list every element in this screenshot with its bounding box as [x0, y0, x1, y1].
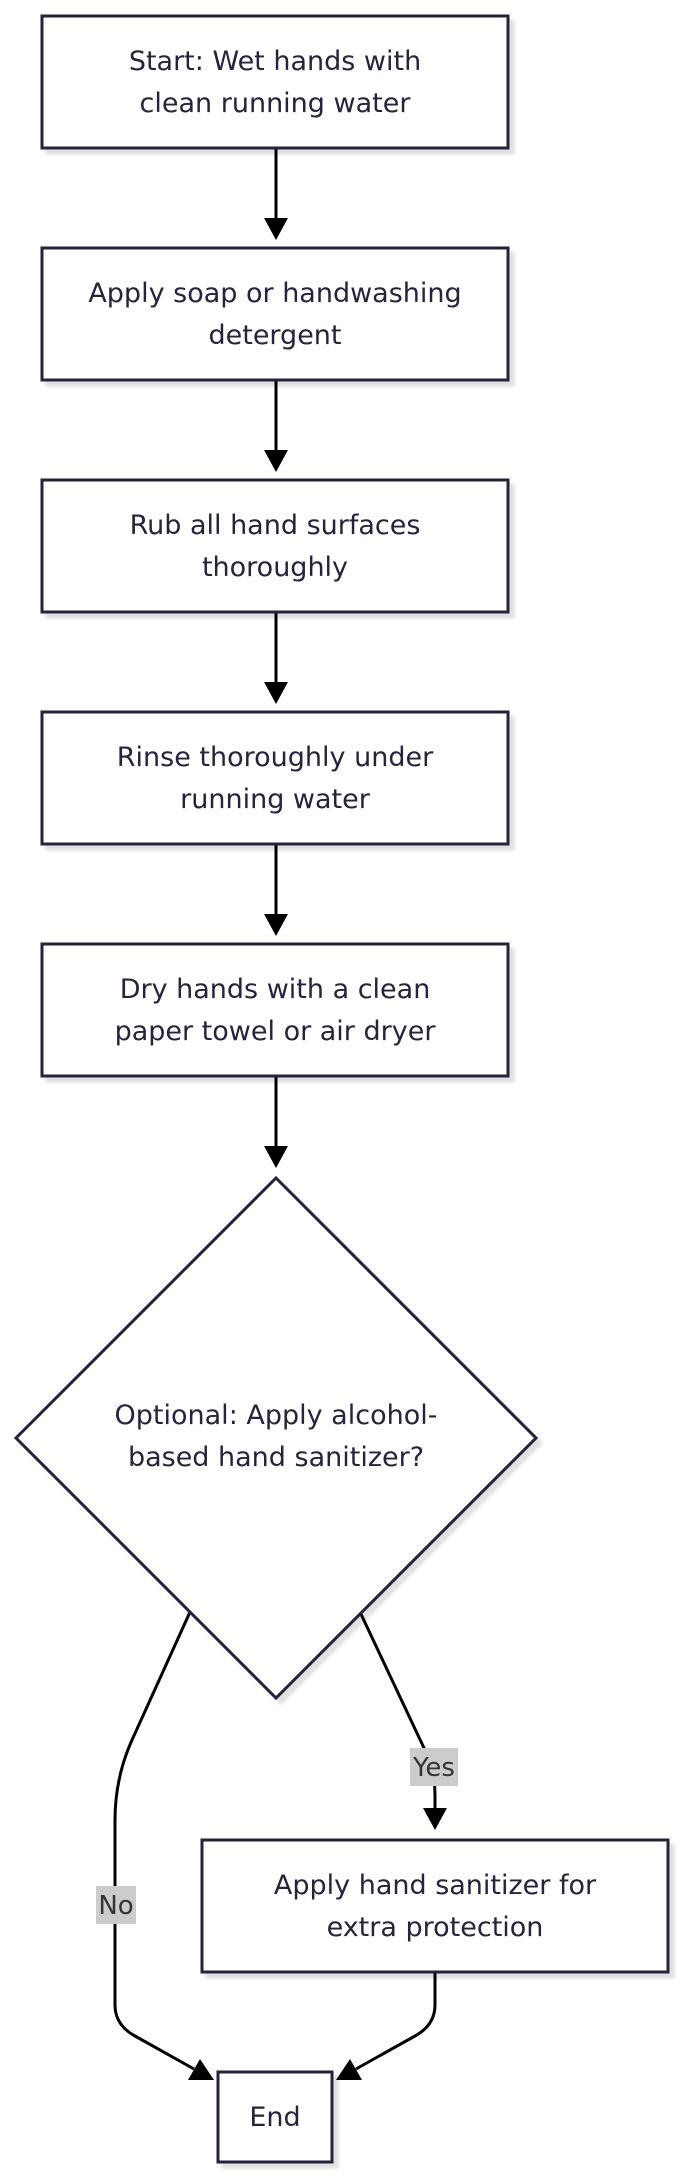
node-apply-soap-line-2: detergent [208, 320, 341, 351]
node-dry-hands-line-1: Dry hands with a clean [120, 974, 431, 1005]
node-start: Start: Wet hands with clean running wate… [40, 14, 510, 150]
arrowhead-soap-to-rub [264, 450, 288, 472]
edge-label-yes: Yes [410, 1748, 458, 1786]
node-apply-sanitizer-line-1: Apply hand sanitizer for [274, 1870, 597, 1901]
edge-label-yes-text: Yes [412, 1753, 455, 1783]
arrowhead-sanitizer-to-end [336, 2059, 362, 2080]
node-apply-soap-line-1: Apply soap or handwashing [88, 278, 461, 309]
node-rub-surfaces-line-1: Rub all hand surfaces [130, 510, 421, 541]
arrowhead-decision-to-end [188, 2059, 214, 2080]
node-end: End [216, 2070, 334, 2164]
arrowhead-dry-to-decision [264, 1146, 288, 1168]
node-rinse-line-1: Rinse thoroughly under [117, 742, 434, 773]
arrowhead-decision-to-sanitizer [423, 1808, 447, 1830]
node-rub-surfaces: Rub all hand surfaces thoroughly [40, 478, 510, 614]
arrowhead-start-to-soap [264, 218, 288, 240]
edges [113, 148, 447, 2080]
node-dry-hands: Dry hands with a clean paper towel or ai… [40, 942, 510, 1078]
edge-label-no-text: No [98, 1891, 133, 1921]
node-rub-surfaces-line-2: thoroughly [202, 552, 348, 583]
node-rinse-line-2: running water [180, 784, 371, 815]
node-apply-sanitizer-line-2: extra protection [327, 1912, 544, 1943]
node-start-line-1: Start: Wet hands with [129, 46, 421, 77]
edge-decision-to-end [113, 1611, 195, 2071]
node-decision-line-1: Optional: Apply alcohol- [115, 1400, 438, 1431]
node-apply-sanitizer: Apply hand sanitizer for extra protectio… [200, 1838, 670, 1974]
arrowhead-rub-to-rinse [264, 682, 288, 704]
edge-label-no: No [96, 1886, 136, 1924]
node-start-line-2: clean running water [140, 88, 412, 119]
node-apply-soap: Apply soap or handwashing detergent [40, 246, 510, 382]
node-dry-hands-line-2: paper towel or air dryer [115, 1016, 437, 1047]
node-decision-sanitizer: Optional: Apply alcohol- based hand sani… [13, 1175, 539, 1701]
node-decision-line-2: based hand sanitizer? [128, 1442, 424, 1473]
edge-sanitizer-to-end [355, 1972, 437, 2071]
node-rinse: Rinse thoroughly under running water [40, 710, 510, 846]
arrowhead-rinse-to-dry [264, 914, 288, 936]
node-end-label: End [249, 2102, 300, 2133]
